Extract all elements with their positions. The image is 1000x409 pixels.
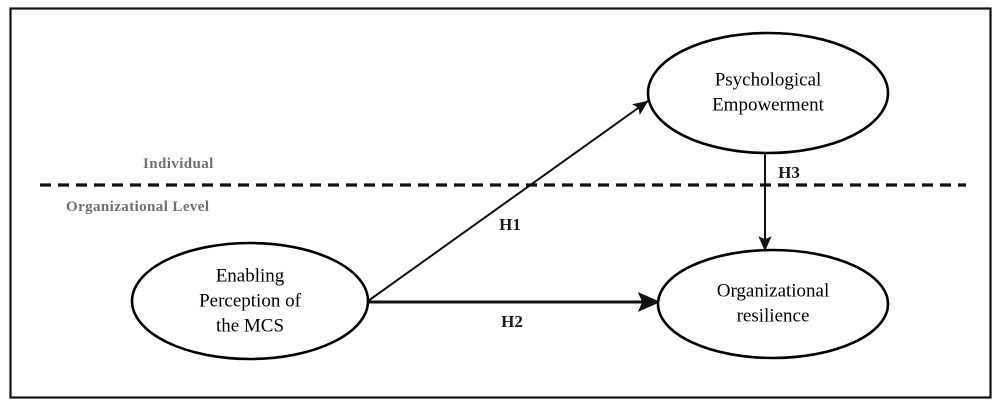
node-label-line-1: Enabling xyxy=(216,265,285,286)
level-label-organizational: Organizational Level xyxy=(66,199,209,215)
node-enabling-perception: Enabling Perception of the MCS xyxy=(130,241,370,361)
node-label-line-3: the MCS xyxy=(216,315,284,336)
node-psychological-empowerment: Psychological Empowerment xyxy=(646,31,890,155)
node-label-line-2: Empowerment xyxy=(712,94,825,115)
node-ellipse xyxy=(130,241,370,361)
node-label-line-1: Psychological xyxy=(715,69,822,90)
node-label-line-2: Perception of xyxy=(199,290,302,311)
hypothesis-label-h2: H2 xyxy=(501,312,523,331)
figure-border xyxy=(9,7,992,399)
node-ellipse xyxy=(646,31,890,155)
arrow-h1 xyxy=(367,100,649,302)
node-label-line-1: Organizational xyxy=(717,280,830,301)
hypothesis-label-h1: H1 xyxy=(499,215,521,234)
node-label-line-2: resilience xyxy=(737,305,810,326)
node-ellipse xyxy=(656,248,890,360)
node-organizational-resilience: Organizational resilience xyxy=(656,248,890,360)
level-label-individual: Individual xyxy=(143,156,214,172)
hypothesis-label-h3: H3 xyxy=(778,163,800,182)
